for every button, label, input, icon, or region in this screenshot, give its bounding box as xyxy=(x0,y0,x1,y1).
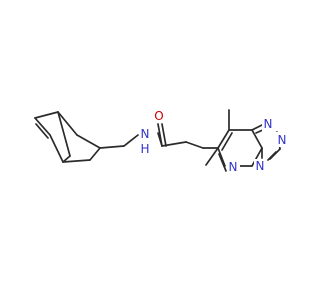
atom-label: O xyxy=(154,109,163,123)
atom-label: N xyxy=(264,117,273,131)
bond xyxy=(217,129,230,149)
bond xyxy=(267,151,277,161)
bond xyxy=(251,129,263,149)
bond-layer xyxy=(34,109,281,172)
bond xyxy=(218,153,227,172)
bond xyxy=(161,123,167,147)
atom-label: N xyxy=(256,159,265,173)
bond xyxy=(205,147,219,166)
bond xyxy=(161,141,187,147)
bond xyxy=(62,159,91,163)
atom-label: N xyxy=(278,133,287,147)
pyridazine-nitrogen-atom: N xyxy=(227,160,240,175)
bond xyxy=(123,134,139,147)
bond xyxy=(76,134,101,149)
bond xyxy=(221,132,233,151)
bond xyxy=(34,111,59,119)
triazole-nitrogen-atom: N xyxy=(262,117,275,132)
triazole-nitrogen-atom: N xyxy=(276,132,289,147)
bond xyxy=(217,147,226,167)
bond xyxy=(185,141,204,149)
atom-label: N xyxy=(141,127,150,141)
bond xyxy=(99,145,125,149)
bond xyxy=(34,117,51,136)
bond xyxy=(35,123,49,139)
bridgehead-nitrogen-atom: N xyxy=(254,159,267,174)
bond xyxy=(49,134,64,163)
oxygen-atom: O xyxy=(153,109,165,123)
bond xyxy=(251,147,263,167)
bond xyxy=(57,111,71,157)
bond xyxy=(157,123,163,147)
atom-label: N xyxy=(229,160,238,174)
bond xyxy=(62,155,71,163)
atom-label: H xyxy=(140,142,149,156)
bond xyxy=(57,111,78,136)
bond xyxy=(89,147,101,161)
atom-layer: O N H N N N N xyxy=(139,109,289,175)
amide-nitrogen-atom: N H xyxy=(139,127,152,156)
molecule-structure-diagram: O N H N N N N xyxy=(34,109,289,175)
